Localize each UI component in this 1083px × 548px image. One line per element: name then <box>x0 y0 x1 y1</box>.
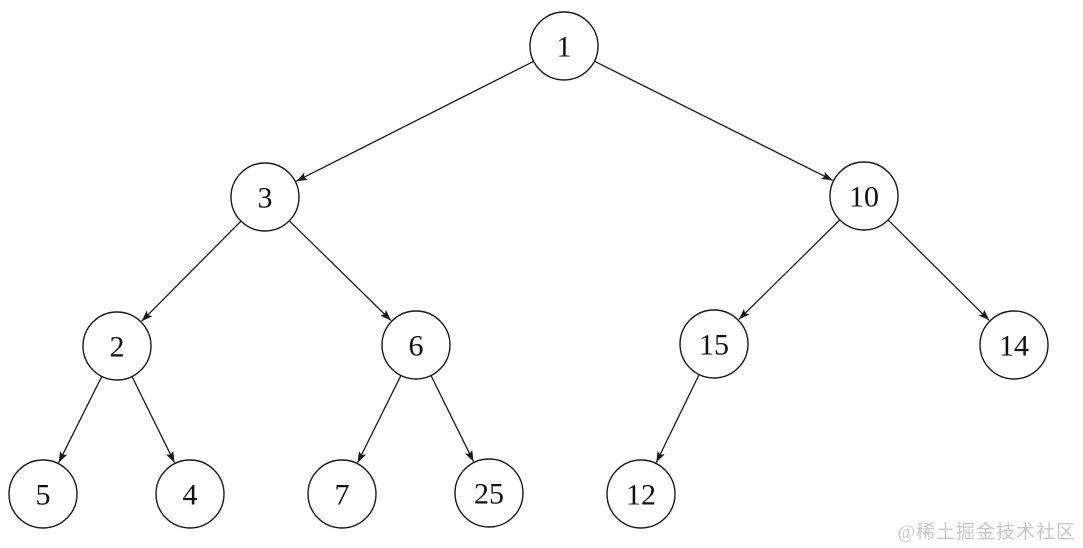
node-label: 10 <box>849 181 879 214</box>
tree-edge-1-10 <box>594 60 833 181</box>
node-circle <box>82 311 152 381</box>
node-circle <box>230 162 300 232</box>
tree-node-15: 15 <box>679 309 749 379</box>
node-label: 5 <box>36 479 51 512</box>
edges-layer <box>58 60 990 463</box>
node-label: 15 <box>699 329 729 362</box>
tree-edge-3-6 <box>288 220 392 321</box>
tree-node-7: 7 <box>307 459 377 529</box>
tree-node-5: 5 <box>8 459 78 529</box>
node-label: 4 <box>183 479 198 512</box>
tree-edge-6-7 <box>357 375 402 463</box>
tree-edge-10-15 <box>738 219 841 320</box>
node-circle <box>829 161 899 231</box>
tree-node-25: 25 <box>454 458 524 528</box>
tree-node-10: 10 <box>829 161 899 231</box>
tree-node-2: 2 <box>82 311 152 381</box>
node-circle <box>679 309 749 379</box>
node-label: 7 <box>335 479 350 512</box>
tree-edge-15-12 <box>655 374 700 463</box>
tree-node-3: 3 <box>230 162 300 232</box>
node-circle <box>381 310 451 380</box>
tree-edge-2-4 <box>131 376 176 463</box>
node-circle <box>529 11 599 81</box>
tree-node-1: 1 <box>529 11 599 81</box>
tree-edge-3-2 <box>141 220 242 322</box>
node-circle <box>606 459 676 529</box>
nodes-layer: 1 3 10 2 6 15 14 5 4 7 25 12 <box>8 11 1049 529</box>
tree-node-14: 14 <box>979 310 1049 380</box>
tree-node-4: 4 <box>155 459 225 529</box>
node-label: 1 <box>557 31 572 64</box>
node-label: 6 <box>409 330 424 363</box>
node-circle <box>454 458 524 528</box>
node-circle <box>155 459 225 529</box>
node-label: 2 <box>110 331 125 364</box>
tree-node-12: 12 <box>606 459 676 529</box>
node-label: 12 <box>626 479 656 512</box>
node-circle <box>307 459 377 529</box>
node-label: 14 <box>999 330 1029 363</box>
node-circle <box>8 459 78 529</box>
node-label: 3 <box>258 182 273 215</box>
node-label: 25 <box>474 478 504 511</box>
tree-edge-2-5 <box>58 376 103 463</box>
node-circle <box>979 310 1049 380</box>
tree-edge-1-3 <box>295 60 534 182</box>
watermark: @稀土掘金技术社区 <box>897 522 1076 543</box>
tree-node-6: 6 <box>381 310 451 380</box>
tree-edge-6-25 <box>430 375 475 462</box>
tree-edge-10-14 <box>887 219 990 321</box>
